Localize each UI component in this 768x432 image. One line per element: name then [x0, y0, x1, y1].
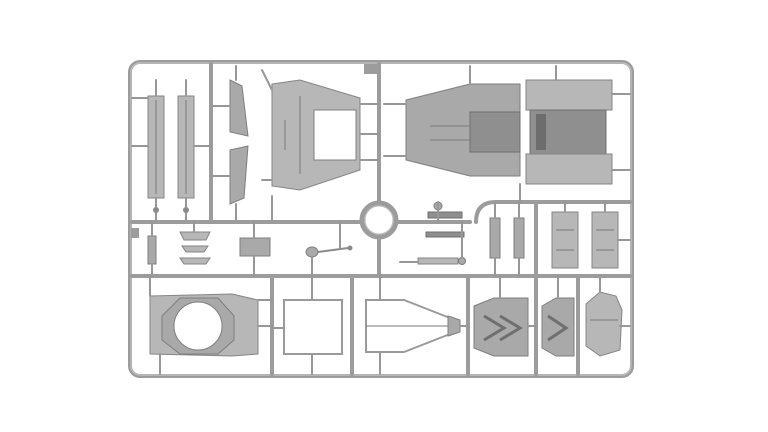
runner-tab [131, 228, 139, 238]
part-group-turret-plate [149, 275, 273, 375]
box-part [239, 237, 271, 257]
part-group-small-parts [147, 221, 353, 277]
narrow-plate-part [489, 217, 501, 259]
ejector-pin [183, 207, 189, 213]
hull-rear-panel-part [525, 153, 613, 185]
part-group-hull-floor [383, 65, 631, 203]
shovel-handle-part [317, 247, 349, 253]
part-group-detail-parts [399, 201, 466, 265]
axle-part [427, 211, 463, 219]
runner-ring [359, 200, 399, 240]
runner-tab [364, 64, 378, 74]
roof-plate-opening [313, 109, 357, 161]
shovel-blade-part [305, 246, 319, 258]
part-group-trapezoid-frame [365, 275, 469, 375]
ejector-pin [153, 207, 159, 213]
small-bracket-part [179, 231, 211, 241]
shovel-grip-part [347, 245, 353, 251]
gate [261, 69, 273, 91]
axle-part [425, 231, 465, 238]
chevron-plate-part [541, 297, 575, 357]
angled-plate-part [229, 145, 249, 205]
front-armor-part [585, 291, 623, 357]
small-bar-part [147, 235, 157, 265]
rect-frame-part [283, 299, 343, 355]
turret-ring-opening [173, 301, 223, 351]
hull-slot [536, 114, 546, 150]
hatch-plate-part [551, 211, 579, 269]
narrow-plate-part [513, 217, 525, 259]
rod-part [417, 257, 459, 265]
hatch-plate-part [591, 211, 619, 269]
hull-floor-recess [469, 111, 521, 153]
part-group-chevron-plates [473, 275, 575, 357]
part-group-angled-plates [210, 65, 249, 221]
angled-plate-part [229, 79, 249, 137]
runner-ring-hole [364, 205, 394, 235]
small-bracket-part [181, 245, 209, 253]
chevron-detail [547, 314, 569, 342]
part-group-rect-frame [271, 275, 343, 375]
part-group-roof-plate [261, 69, 380, 221]
small-bracket-part [179, 257, 211, 265]
outer-runner [128, 60, 634, 378]
outer-runner-highlight [130, 62, 632, 376]
frame-joint-part [447, 315, 461, 337]
chevron-detail [483, 314, 507, 342]
part-group-front-armor [585, 275, 631, 357]
chevron-detail [499, 314, 523, 342]
part-group-strips [131, 79, 212, 221]
hull-rear-panel-part [525, 79, 613, 111]
part-group-vertical-plates [489, 201, 631, 277]
